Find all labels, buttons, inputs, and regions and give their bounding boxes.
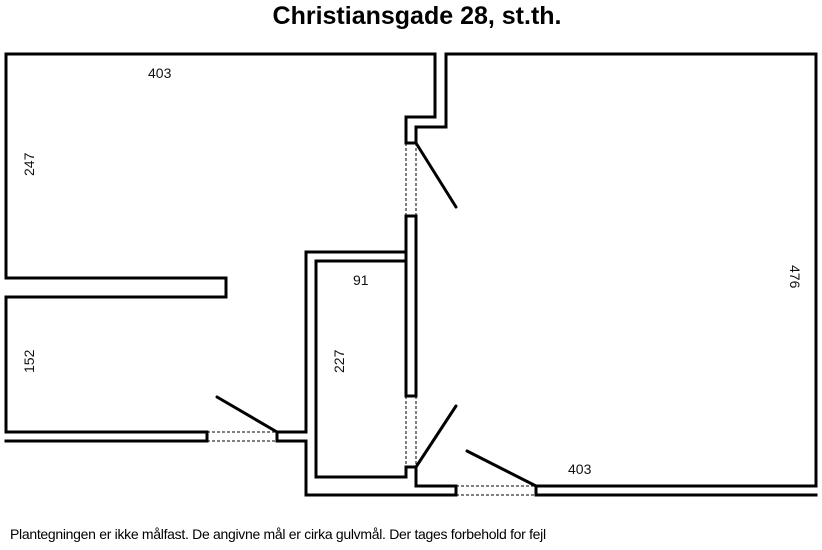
dim-top-left-height: 247 xyxy=(21,152,37,176)
disclaimer-note: Plantegningen er ikke målfast. De angivn… xyxy=(10,526,546,542)
door-leaves xyxy=(215,141,538,488)
dim-middle-width: 91 xyxy=(353,272,369,288)
door-leaf-lower-hall xyxy=(414,404,458,469)
wall-top-left-room xyxy=(4,52,818,488)
dim-top-left-width: 403 xyxy=(148,65,172,81)
dim-right-height: 476 xyxy=(787,265,803,289)
dim-middle-height: 227 xyxy=(331,349,347,373)
walls xyxy=(4,52,818,497)
door-openings xyxy=(207,143,536,496)
wall-hall-lower xyxy=(275,214,418,434)
dim-bottom-left-height: 152 xyxy=(21,349,37,373)
door-leaf-top-hall xyxy=(414,141,458,209)
door-leaf-bottom-right xyxy=(465,449,538,488)
wall-hall-outer xyxy=(275,259,458,497)
door-leaf-bottom-left xyxy=(215,395,279,434)
page-title: Christiansgade 28, st.th. xyxy=(272,2,562,30)
wall-left-partition xyxy=(4,276,228,434)
dim-right-width: 403 xyxy=(568,461,592,477)
